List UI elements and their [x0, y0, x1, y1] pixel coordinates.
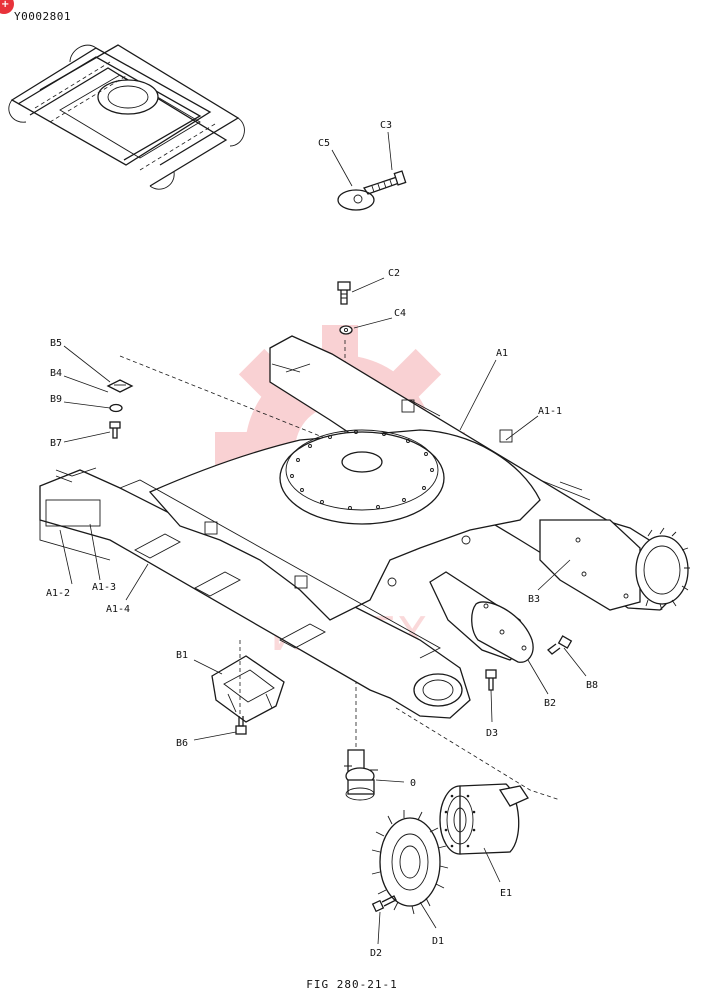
label-a1-2: A1-2	[46, 588, 70, 599]
part-d3	[485, 669, 497, 691]
figure-caption: FIG 280-21-1	[306, 978, 398, 991]
part-b3-idler	[539, 519, 690, 611]
label-b5: B5	[50, 338, 62, 349]
part-b-cluster	[106, 355, 331, 441]
label-b6: B6	[176, 738, 188, 749]
corner-marker-icon: +	[0, 0, 14, 14]
label-b3: B3	[528, 594, 540, 605]
label-a1: A1	[496, 348, 508, 359]
label-o: 0	[410, 778, 416, 789]
label-b8: B8	[586, 680, 598, 691]
label-e1: E1	[500, 888, 512, 899]
label-c5: C5	[318, 138, 330, 149]
part-e1-travel-motor	[439, 783, 529, 855]
label-d2: D2	[370, 948, 382, 959]
label-a1-3: A1-3	[92, 582, 116, 593]
label-b1: B1	[176, 650, 188, 661]
label-c4: C4	[394, 308, 406, 319]
document-id: Y0002801	[14, 10, 71, 23]
label-c3: C3	[380, 120, 392, 131]
label-d1: D1	[432, 936, 444, 947]
label-b4: B4	[50, 368, 62, 379]
part-d1-sprocket	[371, 810, 449, 915]
label-c2: C2	[388, 268, 400, 279]
inset-undercarriage	[8, 44, 245, 190]
label-b7: B7	[50, 438, 62, 449]
label-d3: D3	[486, 728, 498, 739]
label-a1-4: A1-4	[106, 604, 130, 615]
leader-lines	[59, 131, 587, 945]
part-o-swivel	[344, 749, 378, 801]
part-c3-c5	[337, 170, 407, 211]
label-b9: B9	[50, 394, 62, 405]
label-b2: B2	[544, 698, 556, 709]
part-d2	[371, 895, 397, 913]
callout-labels: C5 C3 C2 C4 B5 B4 B9 B7 A1 A1-1 A1-2 A1-…	[46, 120, 598, 959]
main-track-frame	[39, 335, 681, 719]
label-a1-1: A1-1	[538, 406, 562, 417]
part-b2-b8	[429, 571, 573, 663]
part-b1-b6	[211, 640, 561, 801]
